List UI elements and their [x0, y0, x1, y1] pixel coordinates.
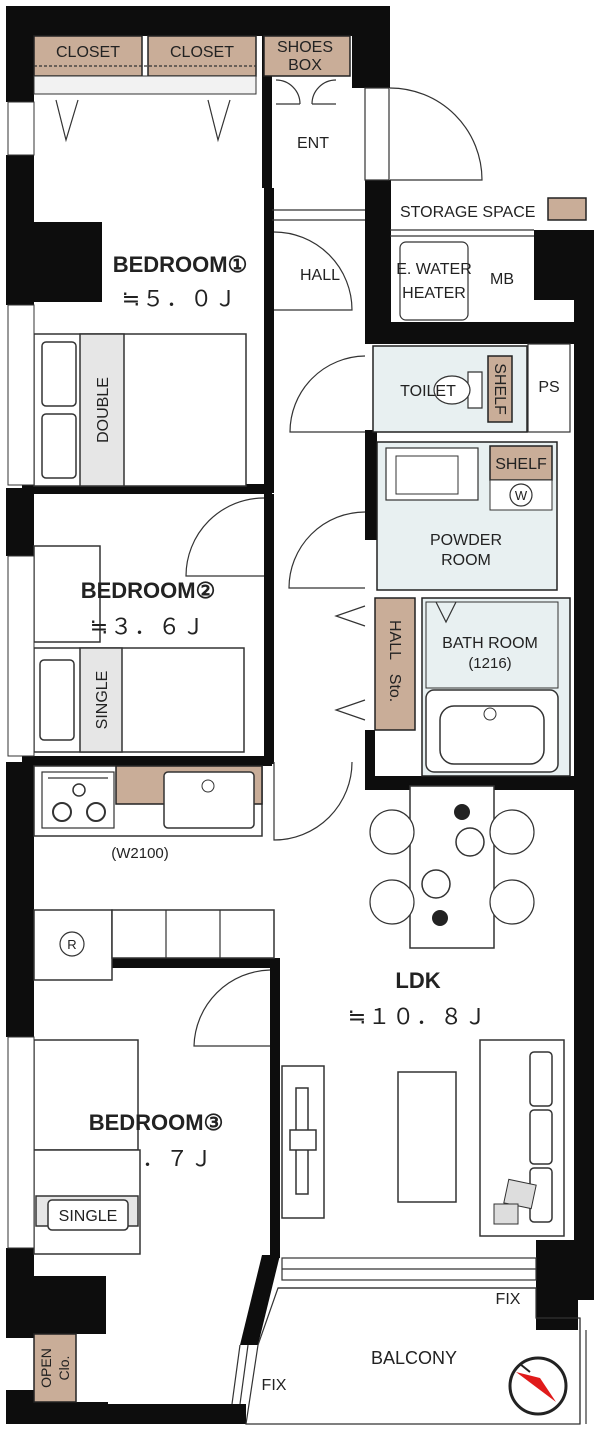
bedroom2-area: ≒３．６Ｊ [90, 614, 206, 639]
powder-label-1: POWDER [430, 532, 502, 549]
bedroom-3: BEDROOM③ ≒５．７Ｊ SINGLE OPEN Clo. [7, 1036, 224, 1403]
washbasin-icon [385, 447, 479, 501]
open-closet-label-1: OPEN [38, 1348, 54, 1388]
powder-room: SHELF W POWDER ROOM [288, 441, 558, 591]
entrance-label: ENT [297, 135, 329, 152]
kitchen: (W2100) R [33, 761, 353, 981]
closets: CLOSET CLOSET SHOES BOX [33, 35, 351, 143]
bath-label: BATH ROOM [442, 635, 538, 652]
fridge-label: R [67, 937, 76, 952]
washer-label: W [515, 488, 528, 503]
single-bed-icon: SINGLE [33, 647, 245, 753]
bedroom3-name: BEDROOM③ [89, 1110, 224, 1135]
coffee-table [397, 1071, 457, 1203]
storage-legend: STORAGE SPACE [400, 197, 587, 221]
bath-room: BATH ROOM (1216) [421, 597, 571, 777]
balcony-label: BALCONY [371, 1348, 457, 1368]
bedroom1-name: BEDROOM① [113, 252, 248, 277]
bedroom-2: BEDROOM② ≒３．６Ｊ SINGLE [7, 497, 265, 757]
compass-icon [508, 1356, 568, 1416]
open-closet-label-2: Clo. [56, 1356, 72, 1381]
double-bed-icon: DOUBLE [33, 333, 247, 487]
entrance: ENT HALL [272, 87, 483, 311]
storage-swatch [547, 197, 587, 221]
ldk-area: ≒１０．８Ｊ [348, 1004, 488, 1029]
toilet-shelf-label: SHELF [491, 363, 508, 415]
bed3-label: SINGLE [59, 1208, 118, 1225]
walls [6, 6, 594, 1424]
single-bed-icon: SINGLE [33, 1149, 141, 1255]
water-heater-label-1: E. WATER [396, 261, 472, 278]
toilet-icon [433, 371, 483, 409]
fix-left-label: FIX [262, 1377, 287, 1394]
bed2-label: SINGLE [94, 671, 111, 730]
bedroom-1: BEDROOM① ≒５．０Ｊ DOUBLE [7, 101, 248, 487]
water-heater-label-2: HEATER [402, 285, 466, 302]
sofa-icon [479, 1039, 565, 1237]
bedroom2-name: BEDROOM② [81, 578, 216, 603]
hall-storage: HALL Sto. [334, 597, 416, 731]
hall-label: HALL [300, 267, 340, 284]
hall-storage-label-1: HALL [386, 620, 403, 660]
powder-label-2: ROOM [441, 552, 491, 569]
washer-icon [509, 483, 533, 507]
kitchen-width-label: (W2100) [111, 845, 169, 862]
dining-set-icon [369, 785, 535, 949]
shoes-box-label-2: BOX [288, 57, 322, 74]
stove-icon [41, 771, 115, 829]
tv-stand-icon [281, 1065, 325, 1219]
balcony: FIX FIX BALCONY [231, 1257, 587, 1425]
mb-label: MB [490, 271, 514, 288]
shoes-box-label-1: SHOES [277, 39, 333, 56]
ps-label: PS [538, 379, 559, 396]
fix-right-label: FIX [496, 1291, 521, 1308]
storage-legend-label: STORAGE SPACE [400, 204, 535, 221]
bath-size-label: (1216) [468, 655, 511, 672]
ldk: LDK ≒１０．８Ｊ [193, 785, 565, 1237]
ldk-name: LDK [395, 968, 440, 993]
toilet-label: TOILET [400, 383, 456, 400]
closet-left-label: CLOSET [56, 44, 120, 61]
closet-right-label: CLOSET [170, 44, 234, 61]
water-heater-area: E. WATER HEATER MB [390, 229, 534, 321]
fridge-icon [59, 931, 85, 957]
toilet-room: SHELF TOILET PS [289, 343, 571, 433]
bed1-label: DOUBLE [95, 377, 112, 443]
hall-storage-label-2: Sto. [386, 674, 403, 702]
sink-icon [163, 771, 255, 829]
powder-shelf-label: SHELF [495, 456, 547, 473]
bedroom1-area: ≒５．０Ｊ [122, 286, 238, 311]
bathtub-icon [425, 689, 559, 773]
